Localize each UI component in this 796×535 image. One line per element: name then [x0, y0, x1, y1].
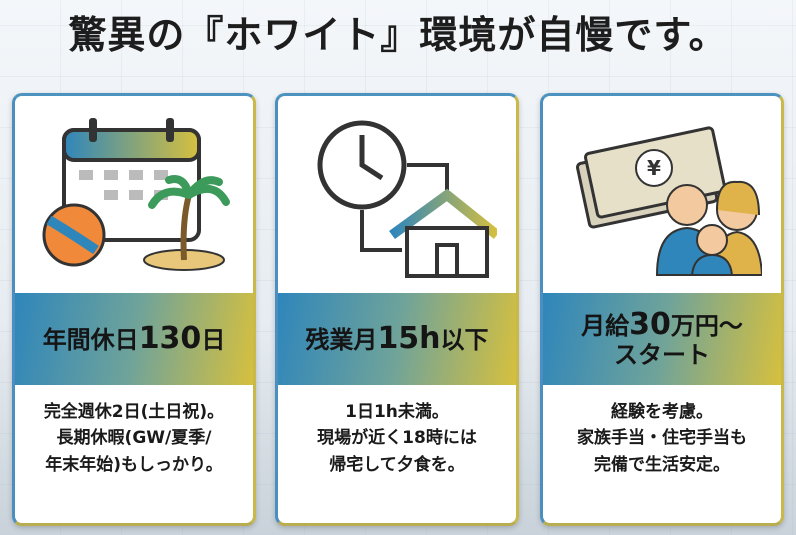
- clock-home-icon: [278, 96, 516, 293]
- yen-symbol: ¥: [647, 156, 661, 180]
- card-overtime: 残業月15h以下 1日1h未満。現場が近く18時には帰宅して夕食を。: [275, 93, 519, 526]
- card-heading: 年間休日130日: [15, 293, 253, 385]
- card-description: 完全週休2日(土日祝)。長期休暇(GW/夏季/年末年始)もしっかり。: [43, 402, 225, 475]
- card-salary: ¥ 月給30万円～ スタート 経験を考慮。家族手当・住宅手当も完備で生活安定。: [540, 93, 784, 526]
- calendar-beach-icon: [15, 96, 253, 293]
- money-family-icon: ¥: [543, 96, 781, 293]
- card-heading: 残業月15h以下: [278, 293, 516, 385]
- card-description: 1日1h未満。現場が近く18時には帰宅して夕食を。: [317, 402, 477, 475]
- page-title: 驚異の『ホワイト』環境が自慢です。: [68, 13, 728, 57]
- card-heading: 月給30万円～ スタート: [543, 293, 781, 385]
- card-description: 経験を考慮。家族手当・住宅手当も完備で生活安定。: [577, 402, 747, 475]
- card-holidays: 年間休日130日 完全週休2日(土日祝)。長期休暇(GW/夏季/年末年始)もしっ…: [12, 93, 256, 526]
